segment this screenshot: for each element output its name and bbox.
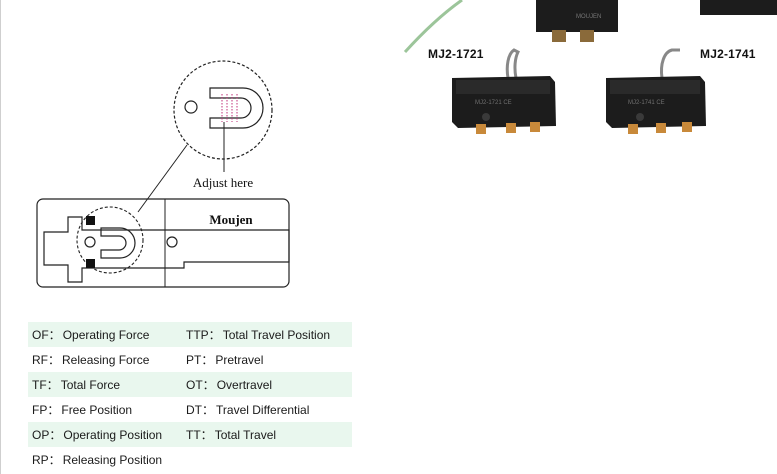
legend-cell: RPReleasing Position	[28, 447, 182, 472]
legend-term: Travel Differential	[216, 403, 310, 417]
adjustment-diagram: Adjust here Moujen	[36, 60, 290, 288]
legend-abbr: OF	[32, 328, 63, 342]
product-label-mj2-1721: MJ2-1721	[428, 47, 484, 61]
legend-row: FPFree Position DTTravel Differential	[28, 397, 352, 422]
legend-abbr: RP	[32, 453, 63, 467]
legend-abbr: OT	[186, 378, 217, 392]
product-gallery: MOUJEN MJ2-1721 CE MJ2-1741 CE	[400, 0, 777, 160]
legend-term: Total Force	[60, 378, 121, 392]
legend-cell: OTOvertravel	[182, 372, 352, 397]
legend-row: RPReleasing Position	[28, 447, 352, 472]
legend-cell: TFTotal Force	[28, 372, 182, 397]
switch-partial-2	[700, 0, 777, 15]
legend-cell: OFOperating Force	[28, 322, 182, 347]
product-photos: MOUJEN MJ2-1721 CE MJ2-1741 CE	[403, 0, 777, 134]
legend-row: RFReleasing Force PTPretravel	[28, 347, 352, 372]
legend-cell: RFReleasing Force	[28, 347, 182, 372]
legend-row: OFOperating Force TTPTotal Travel Positi…	[28, 322, 352, 347]
legend-cell: TTTotal Travel	[182, 422, 352, 447]
abbreviation-legend-table: OFOperating Force TTPTotal Travel Positi…	[28, 322, 352, 472]
legend-term: Releasing Position	[62, 453, 163, 467]
product-label-mj2-1741: MJ2-1741	[700, 47, 756, 61]
switch-photo-mj2-1721: MJ2-1721 CE	[452, 48, 556, 134]
svg-text:MOUJEN: MOUJEN	[576, 14, 601, 20]
magnifier-u-slot	[209, 87, 264, 129]
switch-partial-1: MOUJEN	[536, 0, 618, 42]
legend-row: OPOperating Position TTTotal Travel	[28, 422, 352, 447]
page-left-border	[0, 0, 1, 474]
switch-detail-circle	[76, 206, 144, 274]
legend-abbr: TF	[32, 378, 61, 392]
legend-term: Pretravel	[215, 353, 264, 367]
switch-small-hole	[84, 236, 96, 248]
magnifier-circle	[173, 60, 273, 160]
legend-term: Operating Position	[63, 428, 163, 442]
legend-cell: TTPTotal Travel Position	[182, 322, 352, 347]
magnifier-connector	[137, 144, 188, 213]
green-cable	[403, 0, 463, 54]
lever-arm	[43, 216, 290, 283]
legend-term: Total Travel Position	[222, 328, 331, 342]
legend-term: Free Position	[61, 403, 133, 417]
spring-block-top	[86, 216, 95, 225]
legend-row: TFTotal Force OTOvertravel	[28, 372, 352, 397]
legend-cell: PTPretravel	[182, 347, 352, 372]
legend-cell-empty	[182, 447, 352, 472]
spring-block-bottom	[86, 259, 95, 268]
legend-cell: DTTravel Differential	[182, 397, 352, 422]
legend-abbr: PT	[186, 353, 215, 367]
legend-cell: FPFree Position	[28, 397, 182, 422]
switch-u-slot	[100, 227, 136, 259]
legend-term: Releasing Force	[62, 353, 150, 367]
magnifier-hole	[184, 100, 198, 114]
legend-abbr: DT	[186, 403, 216, 417]
legend-term: Operating Force	[62, 328, 150, 342]
legend-abbr: TT	[186, 428, 215, 442]
legend-abbr: TTP	[186, 328, 223, 342]
switch-photo-mj2-1741: MJ2-1741 CE	[606, 48, 706, 134]
legend-abbr: FP	[32, 403, 61, 417]
brand-label: Moujen	[209, 212, 253, 227]
legend-abbr: RF	[32, 353, 62, 367]
svg-text:MJ2-1721 CE: MJ2-1721 CE	[475, 100, 512, 106]
switch-pivot-hole	[166, 236, 178, 248]
legend-term: Overtravel	[216, 378, 273, 392]
svg-text:MJ2-1741 CE: MJ2-1741 CE	[628, 100, 665, 106]
legend-cell: OPOperating Position	[28, 422, 182, 447]
legend-abbr: OP	[32, 428, 63, 442]
adjust-label: Adjust here	[193, 175, 254, 190]
legend-term: Total Travel	[214, 428, 277, 442]
